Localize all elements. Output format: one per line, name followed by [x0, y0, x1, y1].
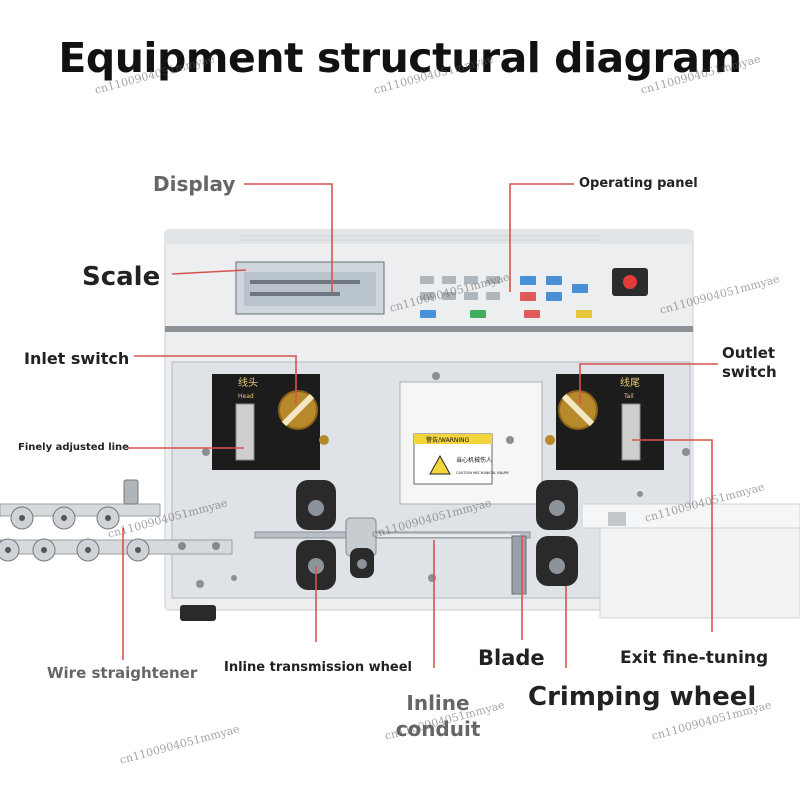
blade-cover	[399, 381, 543, 505]
head-plate	[212, 374, 329, 470]
screws	[196, 372, 690, 588]
warning-cn: 当心机械伤人	[456, 456, 492, 464]
label-scale: Scale	[82, 262, 161, 292]
crimping-wheels	[536, 480, 578, 586]
tail-plate	[545, 374, 664, 470]
warning-title: 警告/WARNING	[426, 436, 470, 444]
label-operating-panel: Operating panel	[579, 176, 698, 191]
label-inlet-switch: Inlet switch	[24, 349, 130, 368]
label-finely-adjusted-line: Finely adjusted line	[18, 442, 129, 453]
tail-cn-label: 线尾	[620, 376, 640, 389]
label-blade: Blade	[478, 646, 545, 670]
page-title: Equipment structural diagram	[58, 34, 742, 82]
display-screen	[235, 261, 385, 315]
label-display: Display	[153, 172, 236, 196]
label-exit-fine-tuning: Exit fine-tuning	[620, 648, 769, 668]
exit-guide	[581, 503, 800, 619]
label-inline-conduit: Inline conduit	[395, 691, 481, 741]
leader-lines	[122, 183, 718, 668]
transmission-wheels	[296, 480, 377, 590]
warning-en: CAUTION MECHANICAL INJURY	[456, 471, 510, 475]
label-crimping-wheel: Crimping wheel	[528, 682, 757, 712]
head-cn-label: 线头	[238, 376, 258, 389]
tail-en-label: Tail	[623, 393, 634, 400]
label-inline-transmission-wheel: Inline transmission wheel	[224, 660, 412, 675]
blade-part	[511, 535, 527, 595]
label-wire-straightener: Wire straightener	[47, 664, 198, 682]
operating-panel-keys	[420, 268, 648, 318]
head-en-label: Head	[238, 393, 254, 400]
wire-straightener	[0, 479, 233, 562]
inline-conduit-rod	[254, 531, 531, 539]
label-outlet-switch: Outlet switch	[722, 344, 777, 381]
